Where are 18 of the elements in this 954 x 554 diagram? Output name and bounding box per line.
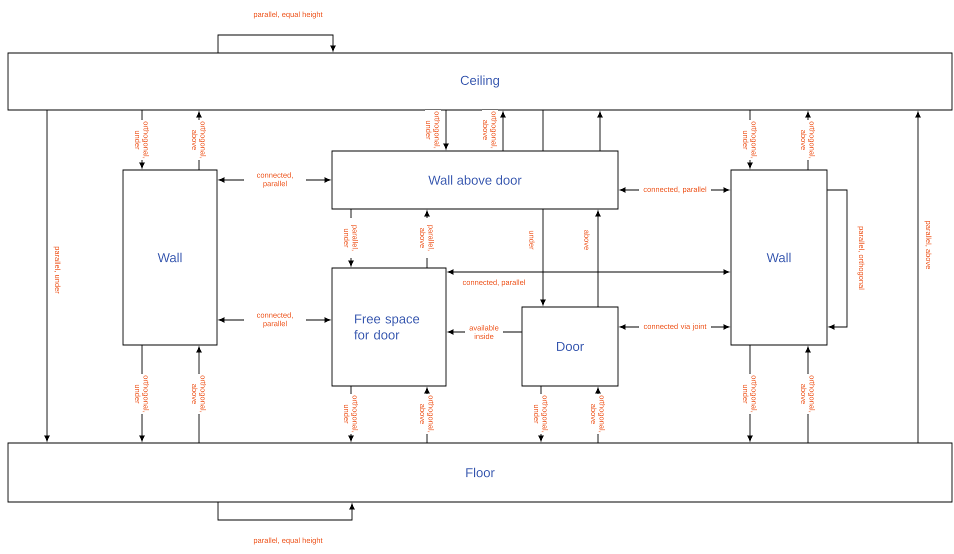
arrow [44,110,50,442]
element-box: Wall [730,170,828,346]
element-box: Door [522,306,618,386]
loop-arrow [218,34,336,53]
arrow [595,210,601,307]
arrow [500,112,506,151]
element-box: Wall [122,170,218,346]
element-box: Free space for door [332,268,446,386]
element-box: Wall above door [332,150,618,210]
arrow [443,110,449,150]
arrow [448,269,730,275]
arrow [915,112,921,443]
arrow [597,112,603,151]
loop-arrow [827,190,848,330]
element-box: Floor [8,442,952,502]
arrow [540,209,546,306]
loop-arrow [218,502,355,520]
element-box: Ceiling [8,52,952,110]
